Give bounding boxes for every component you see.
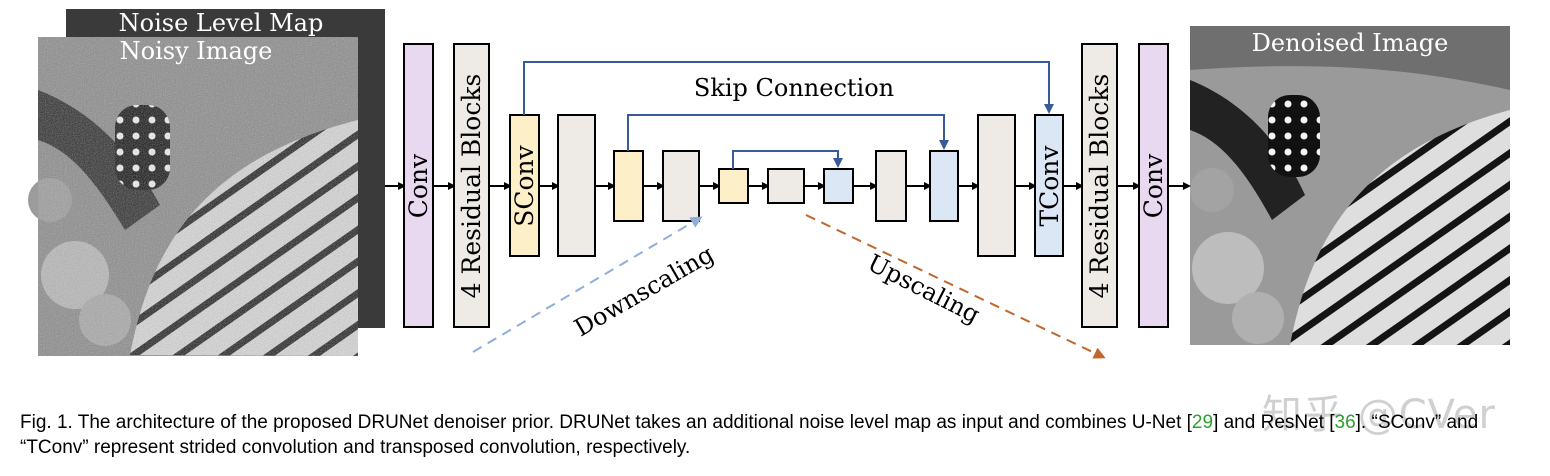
sconv-block: SConv [509,114,540,257]
upscaling-arrow [805,214,1106,359]
tconv-block: TConv [1034,114,1064,257]
residual-blocks-left-label: 4 Residual Blocks [457,74,486,299]
tconv-block-level3 [823,168,854,204]
figure-caption: Fig. 1. The architecture of the proposed… [20,410,1535,460]
skip-connection-label: Skip Connection [694,74,894,102]
denoised-image: Denoised Image [1190,26,1510,345]
citation-link-29[interactable]: 29 [1191,412,1214,433]
downscaling-arrow [472,216,703,353]
conv-block-right-label: Conv [1139,153,1168,218]
residual-blocks-right-label: 4 Residual Blocks [1085,74,1114,299]
caption-text-b: ] and ResNet [ [1213,412,1335,433]
conv-block-left-label: Conv [404,153,433,218]
sconv-block-label: SConv [510,144,539,226]
skip-connection-middle [627,114,949,151]
noise-level-map-label: Noise Level Map [119,9,324,37]
conv-block-left: Conv [403,43,434,328]
skip-connection-outer [523,61,1054,115]
residual-block-level2-down [662,150,700,222]
sconv-block-level2 [613,150,644,222]
tconv-block-label: TConv [1035,145,1064,227]
denoised-image-label: Denoised Image [1252,29,1449,57]
noisy-image: Noisy Image [28,37,358,356]
denoised-wing [1290,110,1510,345]
skip-connection-inner [732,150,843,169]
citation-link-36[interactable]: 36 [1334,412,1356,433]
watermark-text: 知乎 @CVer [1262,392,1496,438]
residual-block-level1-down [557,114,596,257]
noisy-image-label: Noisy Image [120,37,273,65]
residual-block-level2-up [875,150,907,222]
tconv-block-level2 [929,150,959,222]
residual-block-bottleneck [767,168,805,204]
conv-block-right: Conv [1138,43,1169,328]
residual-blocks-left: 4 Residual Blocks [453,43,490,328]
residual-block-level1-up [977,114,1016,257]
caption-text-c: ]. “SConv” and “TConv” represent strided… [20,412,1479,458]
upscaling-label: Upscaling [863,249,984,329]
residual-blocks-right: 4 Residual Blocks [1081,43,1118,328]
sconv-block-level3 [718,168,749,204]
skip-connections [523,61,1054,169]
caption-text-a: Fig. 1. The architecture of the proposed… [20,412,1192,433]
